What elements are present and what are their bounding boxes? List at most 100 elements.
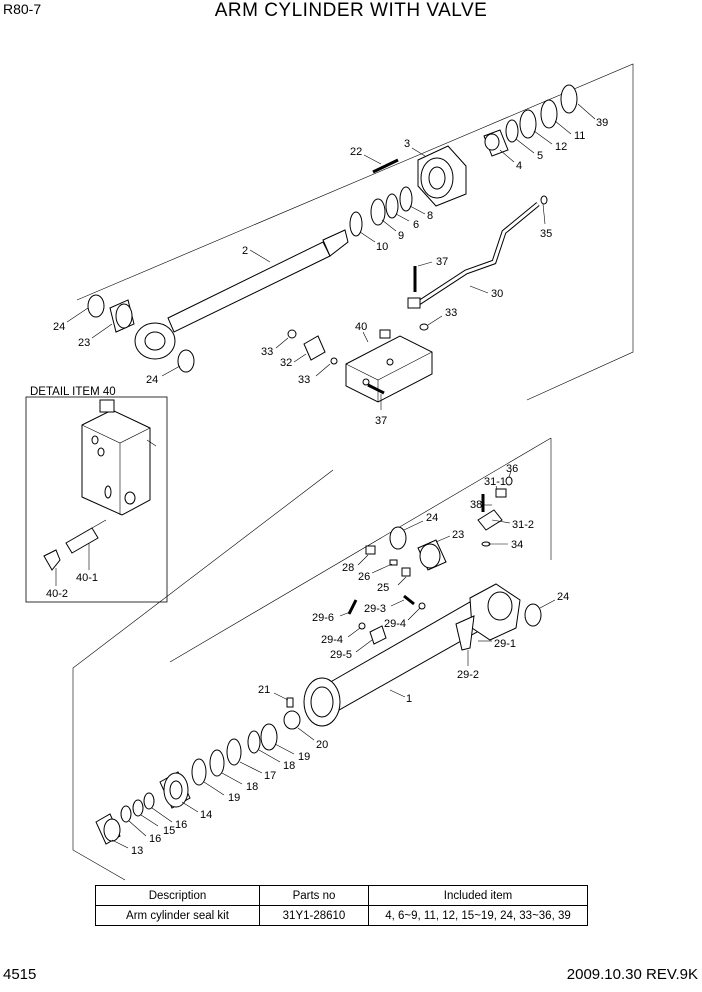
part-10-ring bbox=[349, 211, 363, 237]
callout-23-right: 23 bbox=[452, 529, 464, 541]
part-14-piston bbox=[159, 771, 191, 809]
callout-14: 14 bbox=[200, 809, 212, 821]
callout-36: 36 bbox=[506, 463, 518, 475]
part-31-2-block bbox=[477, 509, 503, 531]
part-28-grease-nipple bbox=[365, 545, 376, 555]
part-5-ring bbox=[505, 119, 519, 143]
callout-25: 25 bbox=[377, 582, 389, 594]
part-21-pin bbox=[286, 697, 294, 708]
col-included-item: Included item bbox=[368, 885, 588, 906]
part-37-bolt-bottom bbox=[367, 383, 385, 395]
callout-21: 21 bbox=[258, 684, 270, 696]
detail-box: DETAIL ITEM 40 bbox=[25, 386, 168, 603]
part-23-bushing-left bbox=[109, 299, 135, 333]
seal-kit-table: Description Parts no Included item Arm c… bbox=[95, 885, 588, 926]
part-25-pin bbox=[401, 567, 411, 577]
callout-13: 13 bbox=[131, 845, 143, 857]
cell-description: Arm cylinder seal kit bbox=[95, 905, 260, 926]
part-29-6-bolt bbox=[347, 599, 358, 615]
col-parts-no: Parts no bbox=[259, 885, 369, 906]
callout-4: 4 bbox=[516, 160, 522, 172]
part-26-fitting bbox=[389, 559, 398, 566]
part-23-bushing-right bbox=[417, 539, 447, 571]
callout-22: 22 bbox=[350, 146, 362, 158]
revision-date: 2009.10.30 REV.9K bbox=[566, 966, 698, 983]
callout-32: 32 bbox=[280, 357, 292, 369]
detail-check-valve-40-1 bbox=[65, 519, 107, 554]
callout-24-right: 24 bbox=[557, 591, 569, 603]
callout-31-2: 31-2 bbox=[512, 519, 534, 531]
part-24-dust-seal-bottom bbox=[177, 349, 195, 373]
cell-parts-no: 31Y1-28610 bbox=[259, 905, 369, 926]
part-6-ring bbox=[385, 193, 399, 219]
callout-15: 15 bbox=[163, 825, 175, 837]
part-4-bushing bbox=[483, 129, 509, 157]
page-number: 4515 bbox=[3, 966, 37, 983]
part-29-3-bolt bbox=[403, 594, 415, 606]
col-description: Description bbox=[95, 885, 260, 906]
callout-34: 34 bbox=[511, 539, 523, 551]
callout-29-3: 29-3 bbox=[364, 603, 386, 615]
part-1-cylinder-tube bbox=[303, 583, 521, 727]
callout-17: 17 bbox=[264, 770, 276, 782]
callout-19-b: 19 bbox=[228, 792, 240, 804]
part-16-ring-b bbox=[120, 805, 132, 823]
callout-37-top: 37 bbox=[436, 256, 448, 268]
table-header-row: Description Parts no Included item bbox=[95, 885, 588, 906]
model-code: R80-7 bbox=[3, 1, 42, 17]
callout-1: 1 bbox=[406, 693, 412, 705]
part-2-piston-rod bbox=[134, 229, 349, 360]
part-17-ring bbox=[226, 738, 242, 766]
detail-plug-40-2 bbox=[43, 549, 61, 571]
callout-16-b: 16 bbox=[149, 833, 161, 845]
part-13-nut bbox=[95, 813, 121, 845]
part-33-oring-c bbox=[330, 357, 338, 365]
callout-29-1: 29-1 bbox=[494, 638, 516, 650]
callout-9: 9 bbox=[398, 230, 404, 242]
callout-10: 10 bbox=[376, 241, 388, 253]
part-40-valve-block bbox=[345, 329, 433, 403]
callout-23-left: 23 bbox=[78, 337, 90, 349]
part-12-ring bbox=[519, 109, 537, 139]
part-36-oring bbox=[505, 476, 513, 486]
callout-33-c: 33 bbox=[298, 374, 310, 386]
part-35-oring bbox=[540, 195, 548, 205]
callout-24-bottom: 24 bbox=[146, 374, 158, 386]
callout-38: 38 bbox=[470, 499, 482, 511]
cell-included-item: 4, 6~9, 11, 12, 15~19, 24, 33~36, 39 bbox=[368, 905, 588, 926]
callout-24-upper: 24 bbox=[426, 512, 438, 524]
callout-29-4-a: 29-4 bbox=[384, 618, 406, 630]
callout-29-4-b: 29-4 bbox=[321, 634, 343, 646]
table-row: Arm cylinder seal kit 31Y1-28610 4, 6~9,… bbox=[95, 905, 588, 926]
callout-18-b: 18 bbox=[246, 781, 258, 793]
callout-40: 40 bbox=[355, 321, 367, 333]
part-3-cylinder-head bbox=[417, 145, 467, 207]
callout-33-b: 33 bbox=[261, 346, 273, 358]
part-20-nut bbox=[283, 710, 301, 730]
part-33-oring-a bbox=[419, 323, 429, 331]
part-31-1-fitting bbox=[495, 488, 507, 498]
part-29-5-clamp bbox=[369, 625, 387, 645]
callout-29-5: 29-5 bbox=[330, 649, 352, 661]
part-11-ring bbox=[540, 99, 558, 129]
callout-24-left: 24 bbox=[53, 321, 65, 333]
callout-29-6: 29-6 bbox=[312, 612, 334, 624]
part-39-oring bbox=[560, 84, 578, 114]
callout-16-a: 16 bbox=[175, 819, 187, 831]
part-16-ring-a bbox=[143, 792, 155, 810]
callout-20: 20 bbox=[316, 739, 328, 751]
part-24-dust-seal-left bbox=[87, 294, 105, 318]
callout-30: 30 bbox=[491, 288, 503, 300]
page-title: ARM CYLINDER WITH VALVE bbox=[214, 0, 488, 21]
part-19-ring-b bbox=[191, 758, 207, 786]
callout-8: 8 bbox=[427, 210, 433, 222]
callout-39: 39 bbox=[596, 117, 608, 129]
part-24-dust-seal-upper bbox=[389, 526, 407, 550]
callout-26: 26 bbox=[358, 571, 370, 583]
callout-37-bottom: 37 bbox=[375, 415, 387, 427]
callout-2: 2 bbox=[242, 245, 248, 257]
callout-33-a: 33 bbox=[445, 307, 457, 319]
callout-11: 11 bbox=[574, 130, 585, 142]
part-22-bolt bbox=[372, 158, 399, 174]
